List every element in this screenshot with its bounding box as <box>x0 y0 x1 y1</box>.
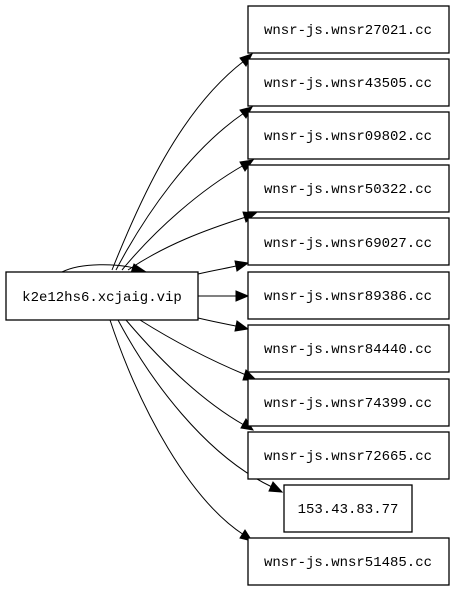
target-node-5[interactable]: wnsr-js.wnsr69027.cc <box>247 217 450 266</box>
target-node-1-label: wnsr-js.wnsr27021.cc <box>264 23 432 39</box>
target-node-2-label: wnsr-js.wnsr43505.cc <box>264 76 432 92</box>
target-node-5-box <box>247 217 450 266</box>
target-node-2-box <box>247 58 450 107</box>
target-node-10-label: 153.43.83.77 <box>298 502 399 518</box>
target-node-5-label: wnsr-js.wnsr69027.cc <box>264 236 432 252</box>
edge-to-target-1 <box>111 60 245 271</box>
arrowhead-10 <box>268 481 284 493</box>
target-node-6-label: wnsr-js.wnsr89386.cc <box>264 289 432 305</box>
target-node-10[interactable]: 153.43.83.77 <box>283 484 413 533</box>
target-node-11[interactable]: wnsr-js.wnsr51485.cc <box>247 537 450 586</box>
edge-to-target-5 <box>197 265 237 275</box>
target-node-7-label: wnsr-js.wnsr84440.cc <box>264 342 432 358</box>
target-node-6-box <box>247 271 450 320</box>
edge-self-loop <box>61 264 135 273</box>
source-node[interactable]: k2e12hs6.xcjaig.vip <box>5 271 199 321</box>
source-node-box <box>5 271 199 321</box>
target-node-4-label: wnsr-js.wnsr50322.cc <box>264 182 432 198</box>
target-node-10-box <box>283 484 413 533</box>
target-node-8-label: wnsr-js.wnsr74399.cc <box>264 396 432 412</box>
target-node-1-box <box>247 5 450 54</box>
target-node-4-box <box>247 164 450 213</box>
edge-to-target-7 <box>197 317 237 327</box>
source-node-label: k2e12hs6.xcjaig.vip <box>22 290 182 306</box>
target-node-9[interactable]: wnsr-js.wnsr72665.cc <box>247 431 450 480</box>
target-node-11-box <box>247 537 450 586</box>
target-node-8-box <box>247 378 450 427</box>
target-node-8[interactable]: wnsr-js.wnsr74399.cc <box>247 378 450 427</box>
target-node-7-box <box>247 324 450 373</box>
edge-to-target-2 <box>115 112 245 271</box>
edge-to-target-3 <box>121 164 245 271</box>
arrowhead-7 <box>234 320 250 332</box>
target-node-11-label: wnsr-js.wnsr51485.cc <box>264 555 432 571</box>
arrowhead-5 <box>234 260 250 272</box>
target-node-9-box <box>247 431 450 480</box>
edge-to-target-11 <box>109 319 245 536</box>
edge-to-target-8 <box>139 319 247 376</box>
edge-to-target-9 <box>125 319 245 426</box>
target-node-2[interactable]: wnsr-js.wnsr43505.cc <box>247 58 450 107</box>
target-node-1[interactable]: wnsr-js.wnsr27021.cc <box>247 5 450 54</box>
target-node-6[interactable]: wnsr-js.wnsr89386.cc <box>247 271 450 320</box>
target-node-7[interactable]: wnsr-js.wnsr84440.cc <box>247 324 450 373</box>
edge-to-target-4 <box>127 216 247 271</box>
target-node-3[interactable]: wnsr-js.wnsr09802.cc <box>247 111 450 160</box>
target-node-9-label: wnsr-js.wnsr72665.cc <box>264 449 432 465</box>
target-node-4[interactable]: wnsr-js.wnsr50322.cc <box>247 164 450 213</box>
arrowhead-6 <box>235 290 250 302</box>
target-node-3-label: wnsr-js.wnsr09802.cc <box>264 129 432 145</box>
target-node-3-box <box>247 111 450 160</box>
